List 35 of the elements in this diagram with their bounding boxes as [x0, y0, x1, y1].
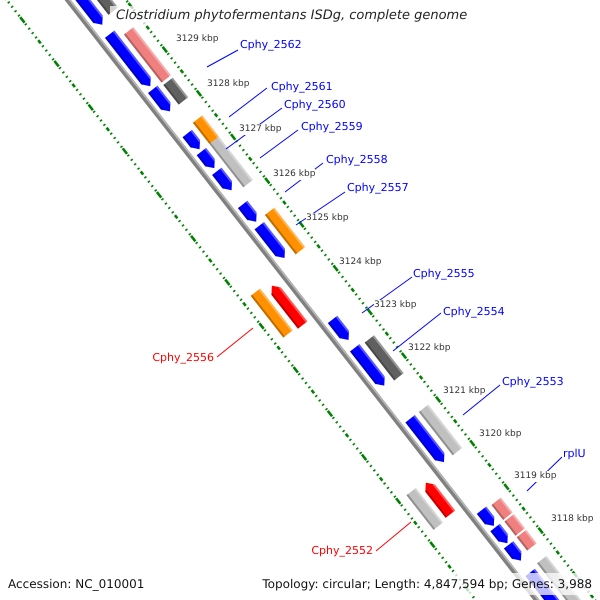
- gene-label: rplU: [563, 447, 586, 461]
- gene-label: Cphy_2553: [502, 375, 564, 389]
- tick-label: 3129 kbp: [176, 34, 218, 45]
- gene-label: Cphy_2558: [326, 153, 388, 167]
- tick-label: 3121 kbp: [443, 386, 486, 397]
- gene-label: Cphy_2555: [413, 267, 475, 281]
- tick-label: 3119 kbp: [514, 471, 556, 482]
- tick-label: 3126 kbp: [273, 169, 316, 180]
- leader-line: [216, 328, 254, 358]
- tick-label: 3127 kbp: [239, 124, 282, 135]
- leader-line: [362, 276, 412, 314]
- leader-line: [260, 130, 298, 158]
- leader-line: [392, 312, 442, 352]
- tick-label: 3118 kbp: [551, 514, 594, 525]
- tick-label: 3120 kbp: [479, 429, 522, 440]
- accession-text: Accession: NC_010001: [8, 576, 144, 592]
- gene-label: Cphy_2560: [284, 98, 346, 112]
- tick-label: 3123 kbp: [374, 300, 416, 311]
- tick-label: 3122 kbp: [408, 343, 450, 354]
- gene-label: Cphy_2562: [240, 38, 302, 52]
- gene-label: Cphy_2561: [271, 80, 333, 94]
- tick-label: 3128 kbp: [207, 79, 250, 90]
- genome-info-text: Topology: circular; Length: 4,847,594 bp; Genes: 3,988: [262, 576, 592, 592]
- gene-label: Cphy_2552: [311, 544, 373, 558]
- gene-label: Cphy_2557: [347, 181, 409, 195]
- leader-line: [376, 522, 412, 552]
- leader-line: [462, 384, 500, 416]
- gene-label: Cphy_2559: [301, 120, 363, 134]
- leader-line: [228, 88, 268, 118]
- tick-label: 3125 kbp: [306, 213, 348, 224]
- leader-line: [296, 192, 346, 226]
- leader-line: [206, 50, 238, 68]
- gene-label: Cphy_2556: [152, 351, 214, 365]
- tick-label: 3124 kbp: [339, 257, 382, 268]
- gene-label: Cphy_2554: [443, 305, 505, 319]
